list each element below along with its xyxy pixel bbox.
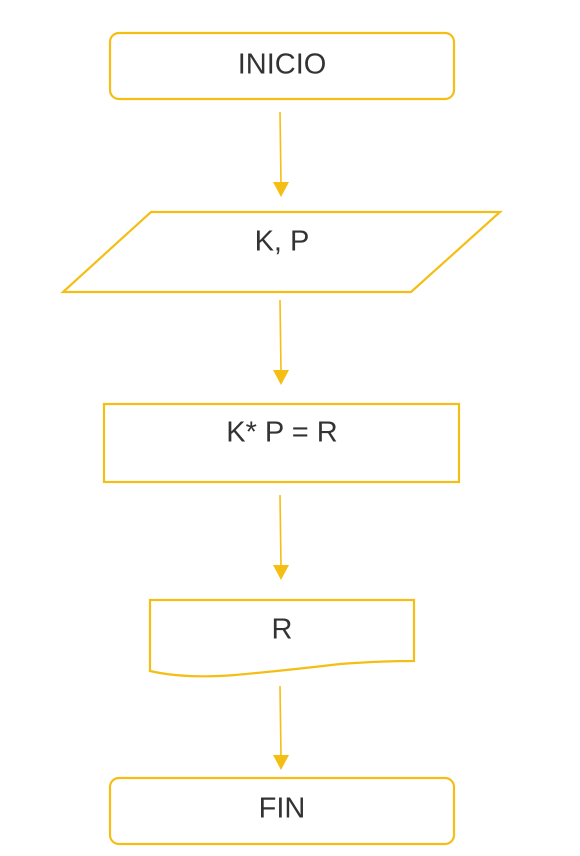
- output-node: R: [148, 598, 416, 678]
- arrow-output-to-end: [273, 685, 289, 770]
- process-label: K* P = R: [226, 417, 338, 449]
- end-label: FIN: [259, 793, 306, 825]
- output-label: R: [272, 614, 293, 646]
- arrow-process-to-output: [273, 494, 289, 580]
- input-node: K, P: [60, 210, 503, 294]
- start-label: INICIO: [238, 49, 327, 81]
- process-node: K* P = R: [102, 402, 461, 484]
- start-node: INICIO: [108, 31, 456, 101]
- input-label: K, P: [255, 226, 310, 258]
- end-node: FIN: [108, 776, 456, 846]
- arrow-start-to-input: [273, 111, 289, 197]
- arrow-input-to-process: [273, 299, 289, 385]
